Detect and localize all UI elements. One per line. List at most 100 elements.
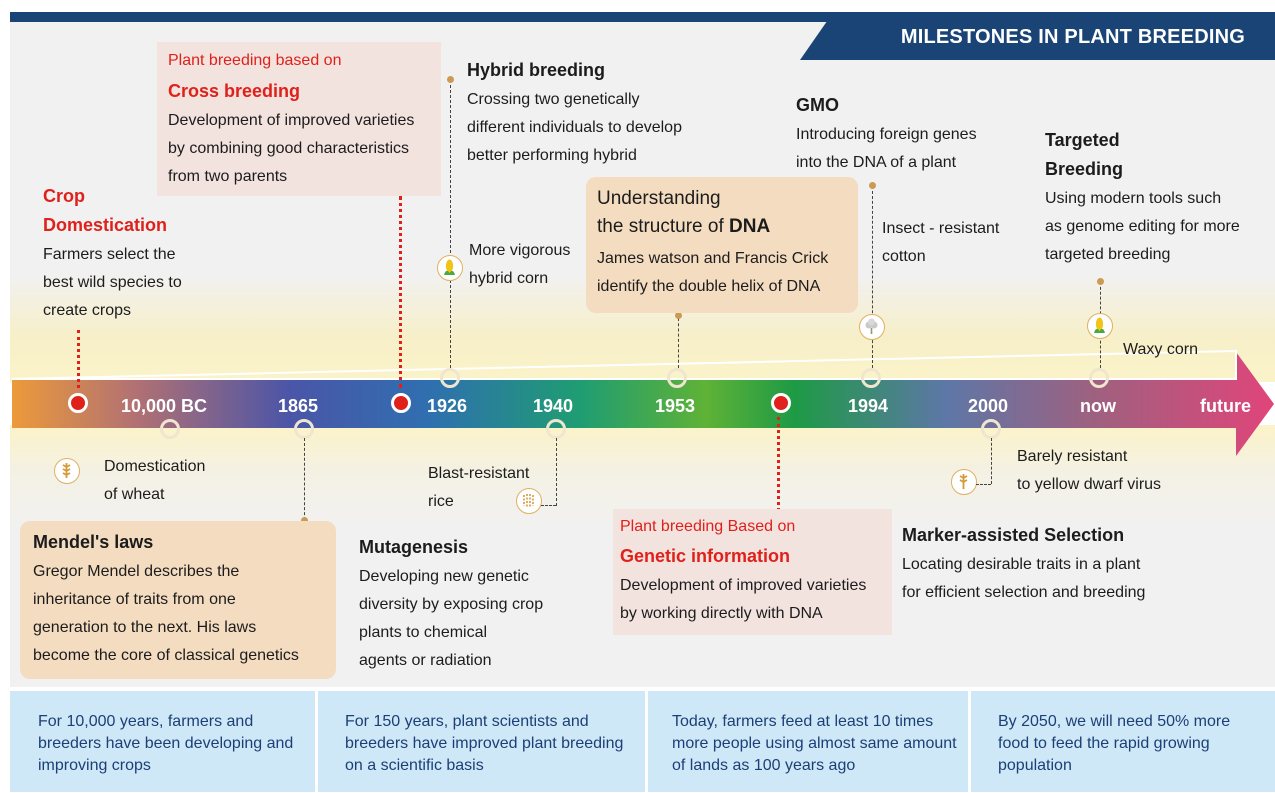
mutagenesis-text: Developing new genetic [359,568,529,585]
genetic-information-text: Development of improved varieties [620,577,867,594]
mendel-text: generation to the next. His laws [33,619,257,636]
milestone-node [667,368,687,388]
barley-caption: Barely resistant [1017,448,1128,465]
marker-assisted-title: Marker-assisted Selection [902,525,1125,545]
targeted-breeding-text: as genome editing for more [1045,218,1240,235]
genetic-information-box [613,509,892,635]
milestone-node [981,419,1001,439]
milestone-node [440,368,460,388]
wheat-icon [54,458,80,484]
wheat-caption: of wheat [104,486,165,503]
connector-line [872,186,873,368]
footer-panel: Today, farmers feed at least 10 times mo… [648,691,968,792]
connector-dot [1097,278,1104,285]
cotton-caption: Insect - resistant [882,220,1000,237]
targeted-breeding-title: Breeding [1045,159,1124,179]
connector-line [304,438,305,520]
dna-title: Understanding [597,188,721,209]
connector-line [399,196,402,388]
milestone-node [546,419,566,439]
cotton-caption: cotton [882,248,926,265]
mutagenesis-title: Mutagenesis [359,537,469,557]
genetic-information-text: by working directly with DNA [620,605,823,622]
connector-line [77,330,80,388]
cross-breeding-subtitle: Plant breeding based on [168,52,342,69]
milestone-node [861,368,881,388]
year-label: 1994 [848,396,889,416]
year-label: 1953 [655,396,696,416]
rice-icon [516,488,542,514]
genetic-information-subtitle: Plant breeding Based on [620,518,796,535]
milestone-node [294,419,314,439]
marker-assisted-text: Locating desirable traits in a plant [902,556,1141,573]
dna-text: identify the double helix of DNA [597,278,821,295]
crop-domestication-text: create crops [43,302,132,319]
connector-line [678,318,679,368]
era-marker [68,393,88,413]
barley-caption: to yellow dwarf virus [1017,476,1162,493]
mutagenesis-text: agents or radiation [359,652,492,669]
waxy-corn-caption: Waxy corn [1123,341,1198,358]
connector-line [777,417,780,517]
dna-title: the structure of DNA [597,216,771,237]
year-label: future [1200,396,1251,416]
connector-dot [447,76,454,83]
footer-text: By 2050, we will need 50% more food to f… [998,713,1231,774]
era-marker [391,393,411,413]
cross-breeding-text: from two parents [168,168,288,185]
cotton-icon [859,314,885,340]
connector-line [556,438,557,506]
cross-breeding-box [157,42,441,196]
cross-breeding-text: by combining good characteristics [168,140,410,157]
rice-caption: rice [428,493,454,510]
connector-line [976,484,991,485]
milestone-node [160,419,180,439]
connector-line [541,505,556,506]
mendel-title: Mendel's laws [33,532,154,552]
year-label: 2000 [968,396,1009,416]
targeted-breeding-text: targeted breeding [1045,246,1171,263]
hybrid-breeding-text: different individuals to develop [467,119,682,136]
milestone-node [1089,368,1109,388]
connector-dot [869,182,876,189]
gmo-text: into the DNA of a plant [796,154,957,171]
connector-dot [301,517,308,524]
hybrid-breeding-title: Hybrid breeding [467,60,606,80]
footer-panel: For 150 years, plant scientists and bree… [318,691,645,792]
connector-dot [675,312,682,319]
crop-domestication-title: Domestication [43,215,168,235]
dna-box [586,177,858,313]
connector-line [991,438,992,484]
footer-text: For 10,000 years, farmers and breeders h… [38,713,294,774]
cross-breeding-title: Cross breeding [168,81,301,101]
year-label: 1865 [278,396,319,416]
year-label: now [1080,396,1116,416]
crop-domestication-title: Crop [43,186,85,206]
corn-icon [437,255,463,281]
page-title: MILESTONES IN PLANT BREEDING [800,14,1275,60]
connector-line [450,80,451,368]
mendel-text: become the core of classical genetics [33,647,299,664]
genetic-information-title: Genetic information [620,546,791,566]
footer-text: For 150 years, plant scientists and bree… [345,713,624,774]
year-label: 1926 [427,396,468,416]
hybrid-corn-caption: hybrid corn [469,270,549,287]
mutagenesis-text: plants to chemical [359,624,488,641]
era-marker [771,393,791,413]
footer-panel: By 2050, we will need 50% more food to f… [971,691,1275,792]
footer-panel: For 10,000 years, farmers and breeders h… [10,691,315,792]
mendel-box [20,521,336,679]
gmo-text: Introducing foreign genes [796,126,977,143]
year-label: 1940 [533,396,574,416]
cross-breeding-text: Development of improved varieties [168,112,415,129]
year-label: 10,000 BC [121,396,208,416]
barley-icon [951,469,977,495]
rice-caption: Blast-resistant [428,465,530,482]
hybrid-breeding-text: better performing hybrid [467,147,637,164]
footer-text: Today, farmers feed at least 10 times mo… [672,713,957,774]
marker-assisted-text: for efficient selection and breeding [902,584,1146,601]
mutagenesis-text: diversity by exposing crop [359,596,544,613]
hybrid-corn-caption: More vigorous [469,242,571,259]
